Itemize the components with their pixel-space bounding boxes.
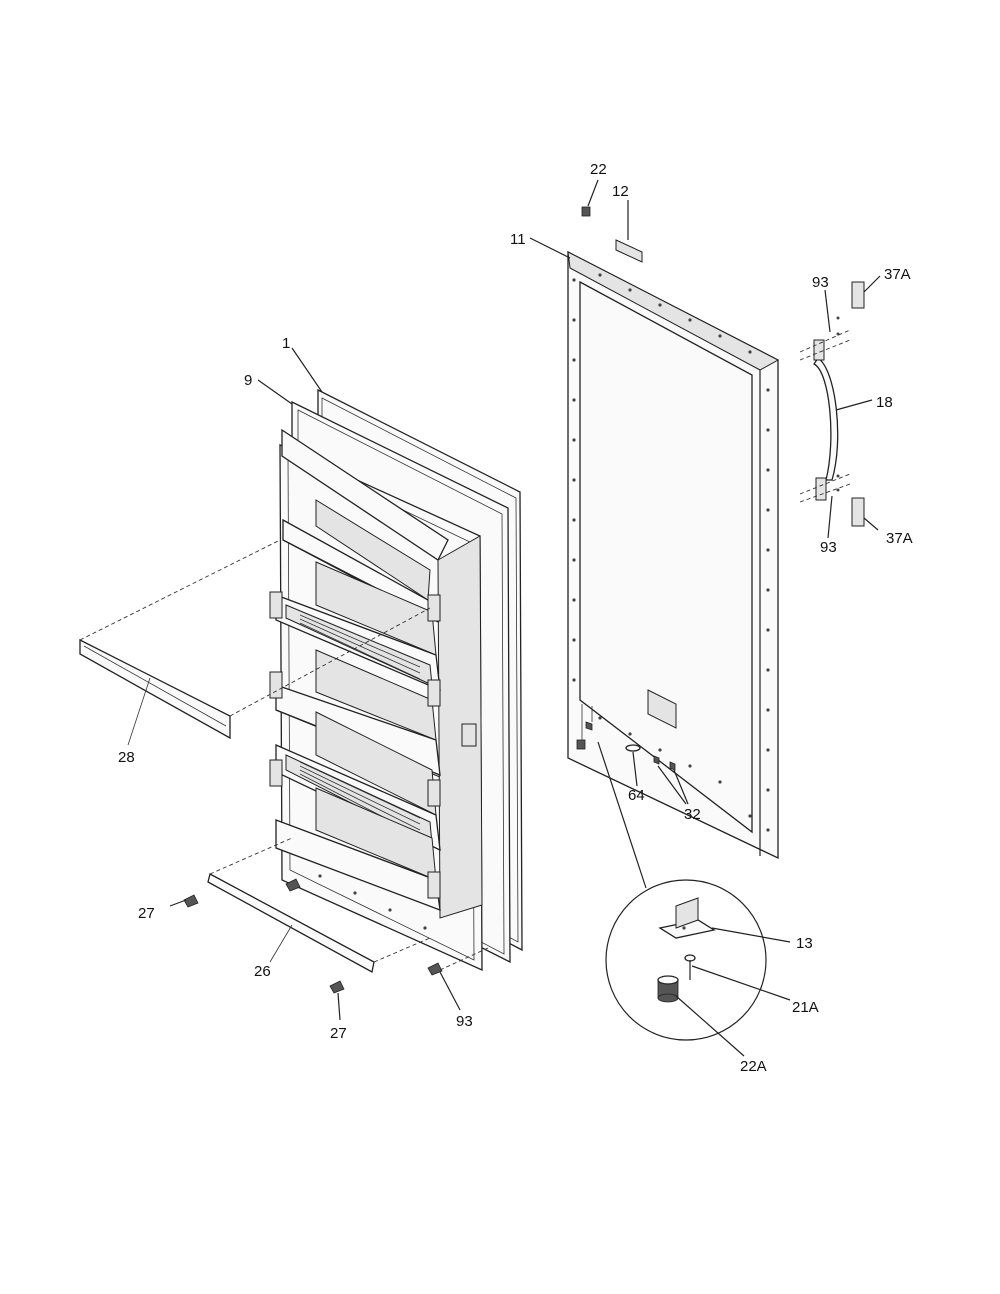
screw-27-lower (329, 980, 345, 1021)
callout-93-handle-top: 93 (812, 274, 829, 291)
screw-21a (684, 954, 791, 1001)
bottom-fasteners (576, 704, 689, 805)
detail-circle (597, 741, 791, 1057)
callout-22a: 22A (740, 1058, 767, 1075)
callout-27-lower: 27 (330, 1025, 347, 1042)
callout-11: 11 (510, 231, 526, 248)
screw-93-lower (427, 962, 461, 1011)
bracket-13 (658, 897, 791, 943)
outer-door-frame-11 (567, 250, 780, 860)
door-shelf-5 (275, 787, 441, 911)
callout-22: 22 (590, 161, 607, 178)
screw-27-upper (169, 894, 199, 908)
callout-93-handle-bottom: 93 (820, 539, 837, 556)
screw-door-upper (285, 878, 301, 892)
nut-22a (657, 975, 745, 1057)
callout-9: 9 (244, 372, 252, 389)
shelf-bar-28 (79, 539, 431, 746)
callout-37a-bottom: 37A (886, 530, 913, 547)
callout-21a: 21A (792, 999, 819, 1016)
callout-37a-top: 37A (884, 266, 911, 283)
frame-holes (572, 273, 770, 832)
callout-28: 28 (118, 749, 135, 766)
callout-18: 18 (876, 394, 893, 411)
callout-27-upper: 27 (138, 905, 155, 922)
callout-13: 13 (796, 935, 813, 952)
callout-12: 12 (612, 183, 629, 200)
door-shelf-2 (275, 561, 441, 692)
nut-22 (581, 179, 599, 217)
bottom-bar-26 (207, 837, 431, 973)
callout-1: 1 (282, 335, 290, 352)
callout-93-lower: 93 (456, 1013, 473, 1030)
callout-26: 26 (254, 963, 271, 980)
door-liner-assembly (269, 388, 523, 972)
handle-assembly-18 (799, 275, 881, 539)
callout-32: 32 (684, 806, 701, 823)
label-plate-12 (615, 200, 643, 263)
callout-64: 64 (628, 787, 645, 804)
door-shelf-3 (275, 649, 441, 778)
